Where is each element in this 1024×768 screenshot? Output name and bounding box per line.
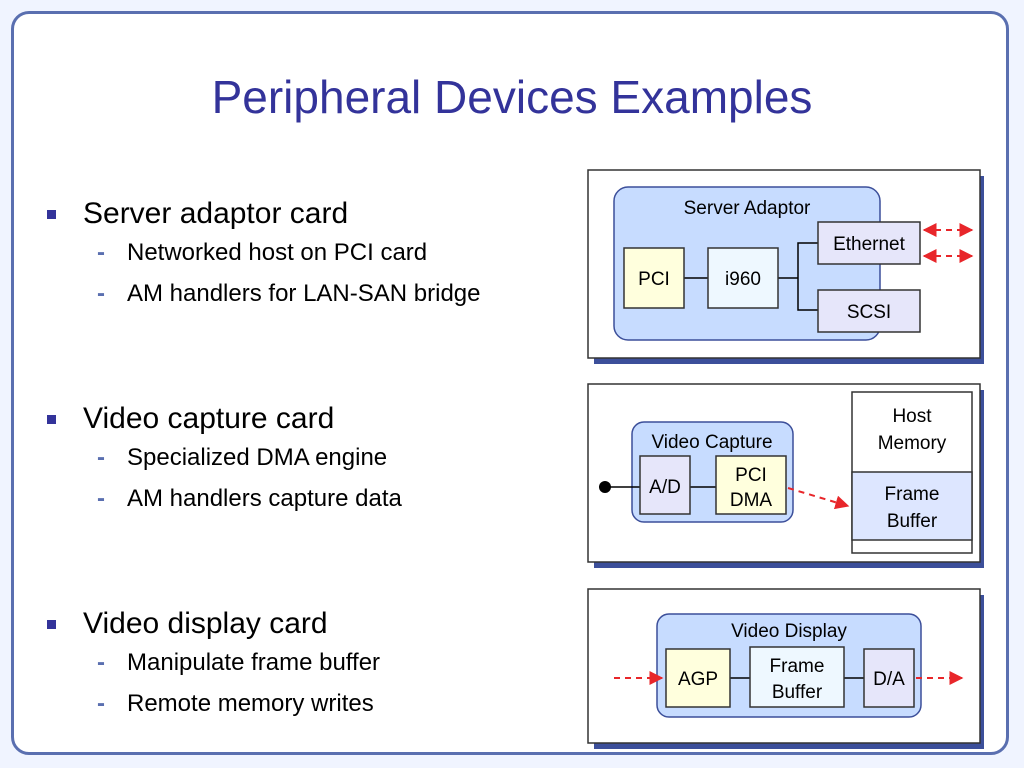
da-label: D/A: [873, 669, 905, 690]
video-display-diagram: Video Display AGP Frame Buffer D/A: [587, 588, 984, 749]
group-label: Video Display: [731, 621, 847, 642]
bullet-sub: -AM handlers capture data: [45, 484, 585, 514]
bullet-square-icon: [47, 415, 56, 424]
page-title: Peripheral Devices Examples: [211, 71, 813, 123]
bullet-sub-label: Remote memory writes: [127, 690, 374, 717]
host-memory-label: Memory: [878, 433, 947, 454]
frame-buffer-box: [749, 646, 845, 708]
ethernet-box: [817, 221, 921, 265]
agp-label: AGP: [678, 669, 718, 690]
frame-buffer-label: Frame: [885, 484, 940, 505]
ethernet-label: Ethernet: [833, 234, 906, 255]
ad-label: A/D: [649, 477, 681, 498]
dash-icon: -: [97, 690, 105, 717]
group-label: Video Capture: [651, 432, 772, 453]
dash-icon: -: [97, 239, 105, 266]
dash-icon: -: [97, 649, 105, 676]
bullet-sub-label: Specialized DMA engine: [127, 444, 388, 471]
group-label: Server Adaptor: [684, 198, 811, 219]
bullet-sub: -Specialized DMA engine: [45, 443, 585, 473]
frame-buffer-label: Buffer: [772, 682, 823, 703]
bullet-label: Video capture card: [83, 402, 335, 435]
bullet-sub: -Manipulate frame buffer: [45, 648, 585, 678]
bullet-main: Video display card: [45, 606, 585, 642]
bullet-sub-label: Networked host on PCI card: [127, 239, 428, 266]
bullet-group-capture: Video capture card -Specialized DMA engi…: [45, 401, 585, 525]
scsi-box: [817, 289, 921, 333]
bullet-group-server: Server adaptor card -Networked host on P…: [45, 196, 585, 320]
bullet-sub: -Remote memory writes: [45, 689, 585, 719]
bullet-square-icon: [47, 620, 56, 629]
pci-box: [623, 247, 685, 309]
pci-dma-box: [715, 455, 787, 515]
bullet-label: Video display card: [83, 607, 328, 640]
i960-label: i960: [725, 269, 761, 290]
frame-buffer-label: Frame: [770, 656, 825, 677]
bullet-sub: -AM handlers for LAN-SAN bridge: [45, 279, 585, 309]
pci-dma-label: DMA: [730, 490, 773, 511]
da-box: [863, 648, 915, 708]
bullet-main: Video capture card: [45, 401, 585, 437]
frame-buffer-label: Buffer: [887, 511, 938, 532]
bullet-square-icon: [47, 210, 56, 219]
dash-icon: -: [97, 485, 105, 512]
bullet-sub-label: AM handlers capture data: [127, 485, 402, 512]
bullet-group-display: Video display card -Manipulate frame buf…: [45, 606, 585, 730]
bullet-sub-label: AM handlers for LAN-SAN bridge: [127, 280, 481, 307]
ad-box: [639, 455, 691, 515]
dash-icon: -: [97, 444, 105, 471]
bullet-sub: -Networked host on PCI card: [45, 238, 585, 268]
server-adaptor-diagram: Server Adaptor PCI i960 Ethernet SCSI: [587, 169, 984, 364]
video-capture-diagram: Video Capture A/D PCI DMA Host Memory Fr…: [587, 383, 984, 568]
frame-buffer-box: [851, 471, 973, 541]
bullet-main: Server adaptor card: [45, 196, 585, 232]
connector: [797, 242, 818, 311]
pci-label: PCI: [638, 269, 670, 290]
pci-dma-label: PCI: [735, 465, 767, 486]
dash-icon: -: [97, 280, 105, 307]
bullet-label: Server adaptor card: [83, 197, 349, 230]
host-memory-label: Host: [892, 406, 932, 427]
agp-box: [665, 648, 731, 708]
scsi-label: SCSI: [847, 302, 891, 323]
i960-box: [707, 247, 779, 309]
bullet-sub-label: Manipulate frame buffer: [127, 649, 381, 676]
